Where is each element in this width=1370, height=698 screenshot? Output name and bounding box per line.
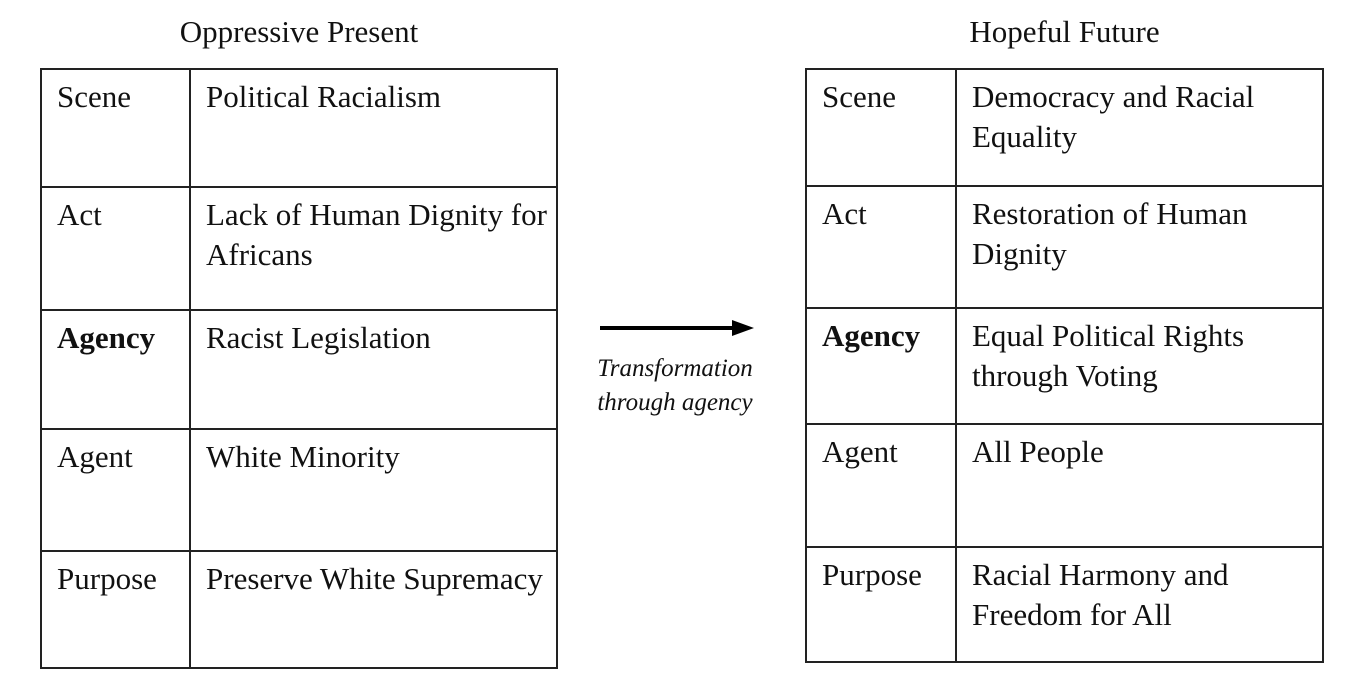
row-label-scene: Scene xyxy=(40,68,191,188)
row-value-agency: Racist Legislation xyxy=(189,309,558,430)
table-row: Agency Racist Legislation xyxy=(40,309,558,430)
hopeful-future-title: Hopeful Future xyxy=(969,14,1160,49)
table-row: Scene Political Racialism xyxy=(40,68,558,188)
row-label-act: Act xyxy=(805,185,957,309)
row-label-agency: Agency xyxy=(805,307,957,425)
table-row: Act Restoration of Human Dignity xyxy=(805,185,1324,309)
table-row: Agent White Minority xyxy=(40,428,558,552)
row-label-agent: Agent xyxy=(40,428,191,552)
table-row: Agent All People xyxy=(805,423,1324,548)
oppressive-present-title: Oppressive Present xyxy=(179,14,419,49)
row-value-agency: Equal Political Rights through Voting xyxy=(955,307,1324,425)
row-value-scene: Political Racialism xyxy=(189,68,558,188)
table-row: Agency Equal Political Rights through Vo… xyxy=(805,307,1324,425)
table-row: Act Lack of Human Dignity for Africans xyxy=(40,186,558,311)
row-label-agent: Agent xyxy=(805,423,957,548)
table-row: Purpose Preserve White Supremacy xyxy=(40,550,558,669)
transformation-caption: Transformation through agency xyxy=(570,352,780,420)
oppressive-present-table: Scene Political Racialism Act Lack of Hu… xyxy=(40,68,558,669)
row-value-purpose: Preserve White Supremacy xyxy=(189,550,558,669)
row-label-purpose: Purpose xyxy=(805,546,957,663)
table-row: Purpose Racial Harmony and Freedom for A… xyxy=(805,546,1324,663)
row-value-scene: Democracy and Racial Equality xyxy=(955,68,1324,187)
row-value-agent: White Minority xyxy=(189,428,558,552)
row-label-act: Act xyxy=(40,186,191,311)
row-value-act: Lack of Human Dignity for Africans xyxy=(189,186,558,311)
caption-line-1: Transformation xyxy=(597,355,753,382)
hopeful-future-table: Scene Democracy and Racial Equality Act … xyxy=(805,68,1324,663)
row-label-agency: Agency xyxy=(40,309,191,430)
row-label-scene: Scene xyxy=(805,68,957,187)
table-row: Scene Democracy and Racial Equality xyxy=(805,68,1324,187)
row-value-agent: All People xyxy=(955,423,1324,548)
caption-line-2: through agency xyxy=(597,389,753,416)
row-label-purpose: Purpose xyxy=(40,550,191,669)
transformation-arrow-icon xyxy=(600,320,754,336)
row-value-purpose: Racial Harmony and Freedom for All xyxy=(955,546,1324,663)
row-value-act: Restoration of Human Dignity xyxy=(955,185,1324,309)
